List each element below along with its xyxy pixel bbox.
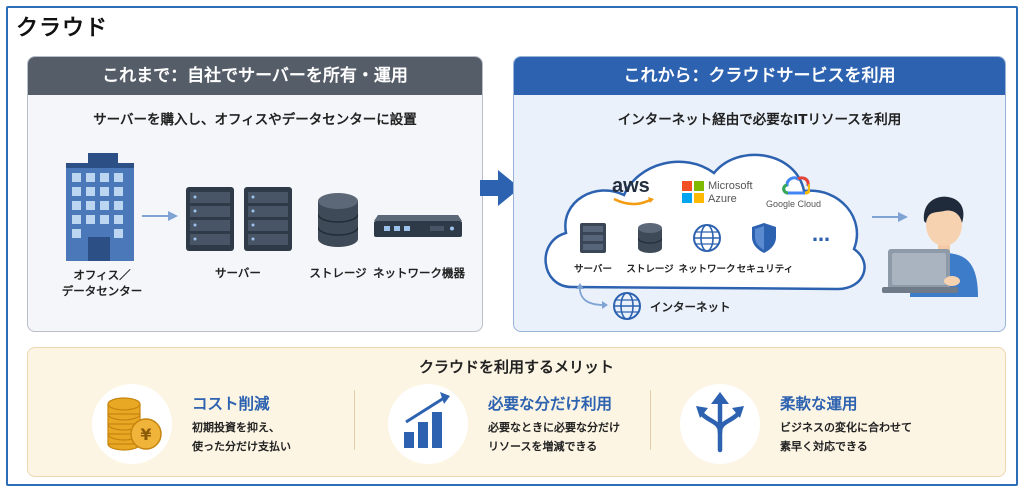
bar-chart-growth-icon bbox=[404, 392, 450, 448]
internet-curved-arrow-icon bbox=[576, 283, 608, 309]
aws-smile-icon bbox=[613, 197, 654, 206]
cloud-header: これから：クラウドサービスを利用 bbox=[514, 57, 1005, 95]
on-premise-subtitle: サーバーを購入し、オフィスやデータセンターに設置 bbox=[93, 112, 417, 128]
cloud-storage-icon bbox=[638, 223, 662, 253]
merit-scale-desc-line1: 必要なときに必要な分だけ bbox=[488, 421, 620, 434]
merit-cost-desc-line1: 初期投資を抑え、 bbox=[192, 421, 280, 434]
merit-separator bbox=[650, 390, 651, 450]
merit-separator bbox=[354, 390, 355, 450]
network-label: ネットワーク機器 bbox=[373, 266, 465, 280]
aws-logo-text: aws bbox=[612, 175, 650, 197]
outer-frame bbox=[6, 6, 1018, 486]
office-label-line2: データセンター bbox=[61, 284, 143, 298]
user-with-laptop-icon bbox=[882, 196, 978, 297]
cloud-panel: これから：クラウドサービスを利用 インターネット経由で必要なITリソースを利用 … bbox=[513, 56, 1006, 332]
azure-label: Azure bbox=[708, 193, 737, 205]
security-shield-icon bbox=[752, 223, 776, 253]
google-cloud-logo-icon bbox=[782, 176, 810, 195]
transition-arrow-icon bbox=[480, 170, 520, 206]
service-security-label: セキュリティ bbox=[736, 264, 794, 275]
service-storage-label: ストレージ bbox=[626, 264, 674, 275]
service-network-label: ネットワーク bbox=[678, 264, 736, 275]
google-cloud-label: Google Cloud bbox=[766, 199, 822, 209]
merit-flex-desc-line2: 素早く対応できる bbox=[780, 440, 868, 453]
arrow-to-user-icon bbox=[872, 212, 908, 222]
merit-flex-heading: 柔軟な運用 bbox=[780, 395, 858, 413]
cloud-network-globe-icon bbox=[693, 224, 721, 252]
office-label-line1: オフィス／ bbox=[73, 268, 131, 282]
internet-label: インターネット bbox=[650, 300, 731, 314]
office-building-icon bbox=[66, 153, 134, 261]
on-premise-panel: これまで：自社でサーバーを所有・運用 サーバーを購入し、オフィスやデータセンター… bbox=[27, 56, 483, 332]
merits-panel: クラウドを利用するメリット ¥ コスト削減 初期投資を抑え、 使った分だけ支払い… bbox=[27, 347, 1006, 477]
svg-text:¥: ¥ bbox=[140, 425, 151, 444]
service-server-label: サーバー bbox=[574, 264, 612, 275]
merits-title: クラウドを利用するメリット bbox=[418, 358, 614, 376]
merit-scale-heading: 必要な分だけ利用 bbox=[488, 395, 613, 413]
page-title: クラウド bbox=[16, 16, 109, 41]
network-device-icon bbox=[374, 215, 462, 237]
on-premise-header: これまで：自社でサーバーを所有・運用 bbox=[28, 57, 482, 95]
cloud-icon bbox=[544, 153, 866, 291]
merit-scale-desc-line2: リソースを増減できる bbox=[488, 440, 598, 453]
cloud-subtitle: インターネット経由で必要なITリソースを利用 bbox=[617, 112, 902, 128]
server-rack-icon bbox=[186, 187, 292, 251]
storage-cylinder-icon bbox=[318, 193, 358, 247]
servers-label: サーバー bbox=[215, 266, 261, 280]
internet-globe-icon bbox=[613, 292, 641, 320]
microsoft-logo-icon bbox=[682, 181, 704, 203]
merit-cost-desc-line2: 使った分だけ支払い bbox=[192, 440, 291, 453]
yen-coins-icon: ¥ bbox=[107, 397, 162, 451]
arrow-right-icon bbox=[142, 211, 178, 221]
storage-label: ストレージ bbox=[309, 266, 367, 280]
microsoft-label: Microsoft bbox=[708, 180, 753, 192]
more-services-ellipsis: … bbox=[812, 225, 830, 246]
merit-cost-heading: コスト削減 bbox=[192, 395, 270, 413]
merit-flex-desc-line1: ビジネスの変化に合わせて bbox=[780, 421, 912, 434]
branching-arrows-icon bbox=[696, 392, 744, 453]
cloud-server-icon bbox=[580, 223, 606, 253]
